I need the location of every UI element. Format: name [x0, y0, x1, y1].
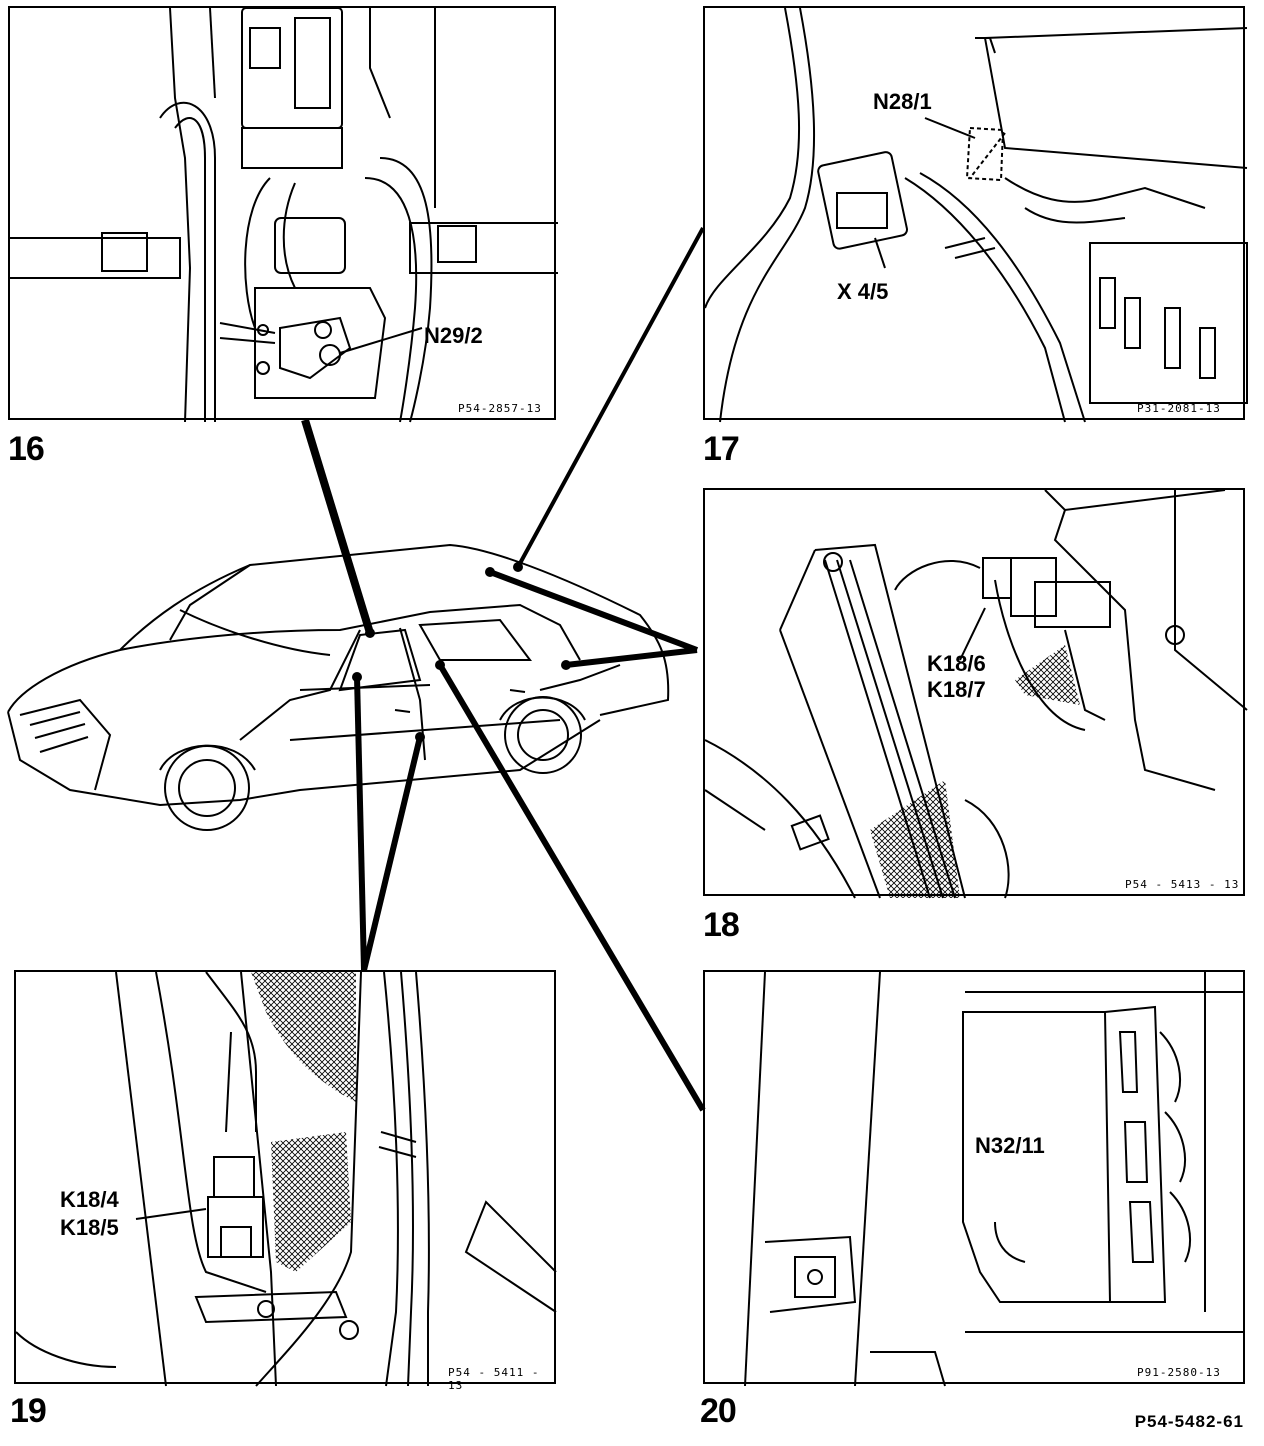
- figure-16-number: 16: [8, 430, 45, 468]
- car-outline: [7, 543, 670, 831]
- figure-20-drawing: [744, 971, 1245, 1387]
- connection-dots: [352, 562, 571, 742]
- connection-dot: [352, 672, 362, 682]
- leader-line-19b: [361, 736, 423, 971]
- label-K18-7: K18/7: [927, 677, 986, 702]
- leader-line-18a: [488, 569, 699, 653]
- figure-18-drawing: [704, 489, 1248, 899]
- connection-dot: [415, 732, 425, 742]
- connection-dot: [561, 660, 571, 670]
- figure-16-ref: P54-2857-13: [458, 402, 542, 415]
- figure-19-drawing: [15, 971, 557, 1387]
- figure-19-ref: P54 - 5411 - 13: [448, 1366, 540, 1392]
- master-reference-code: P54-5482-61: [1134, 1412, 1244, 1431]
- figure-20-ref: P91-2580-13: [1137, 1366, 1221, 1379]
- label-K18-5: K18/5: [60, 1215, 119, 1240]
- label-N29-2: N29/2: [424, 323, 483, 348]
- figure-16-panel: N29/2 P54-2857-13: [8, 6, 558, 423]
- figure-17-panel: N28/1 X 4/5 P31-2081-13: [703, 6, 1248, 423]
- label-X4-5: X 4/5: [837, 279, 889, 304]
- figure-18-number: 18: [703, 906, 740, 944]
- figure-16-drawing: [10, 7, 558, 423]
- connection-dot: [485, 567, 495, 577]
- leader-line-16: [301, 418, 374, 635]
- label-N28-1: N28/1: [873, 89, 932, 114]
- figure-20-panel: N32/11 P91-2580-13: [703, 970, 1245, 1387]
- connection-dot: [435, 660, 445, 670]
- figure-18-panel: K18/6 K18/7 P54 - 5413 - 13: [703, 488, 1248, 899]
- connection-dot: [365, 628, 375, 638]
- label-N32-11: N32/11: [975, 1133, 1045, 1158]
- figure-19-number: 19: [10, 1392, 47, 1430]
- label-K18-6: K18/6: [927, 651, 986, 676]
- leader-line-19a: [354, 676, 367, 971]
- connection-dot: [513, 562, 523, 572]
- leader-line-18b: [565, 647, 698, 668]
- figure-19-panel: K18/4 K18/5 P54 - 5411 - 13: [14, 970, 557, 1392]
- figure-18-ref: P54 - 5413 - 13: [1125, 878, 1240, 891]
- label-K18-4: K18/4: [60, 1187, 119, 1212]
- figure-17-number: 17: [703, 430, 740, 468]
- figure-17-drawing: [704, 7, 1248, 423]
- figure-20-number: 20: [700, 1392, 737, 1430]
- figure-17-ref: P31-2081-13: [1137, 402, 1221, 415]
